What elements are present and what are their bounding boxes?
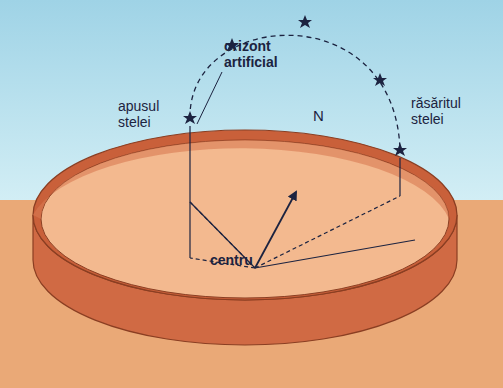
- star-path: [190, 35, 400, 150]
- sight-lines: [190, 126, 415, 268]
- wall-rim: [33, 130, 457, 300]
- stars: [183, 15, 407, 156]
- north-label: N: [313, 108, 324, 124]
- setting-label: apusul stelei: [118, 98, 178, 130]
- horizon-label: orizont artificial: [224, 38, 304, 70]
- rising-label: răsăritul stelei: [411, 95, 487, 127]
- centre-label: centru: [210, 252, 253, 268]
- leader-line: [197, 72, 222, 124]
- north-arrow: [255, 192, 296, 268]
